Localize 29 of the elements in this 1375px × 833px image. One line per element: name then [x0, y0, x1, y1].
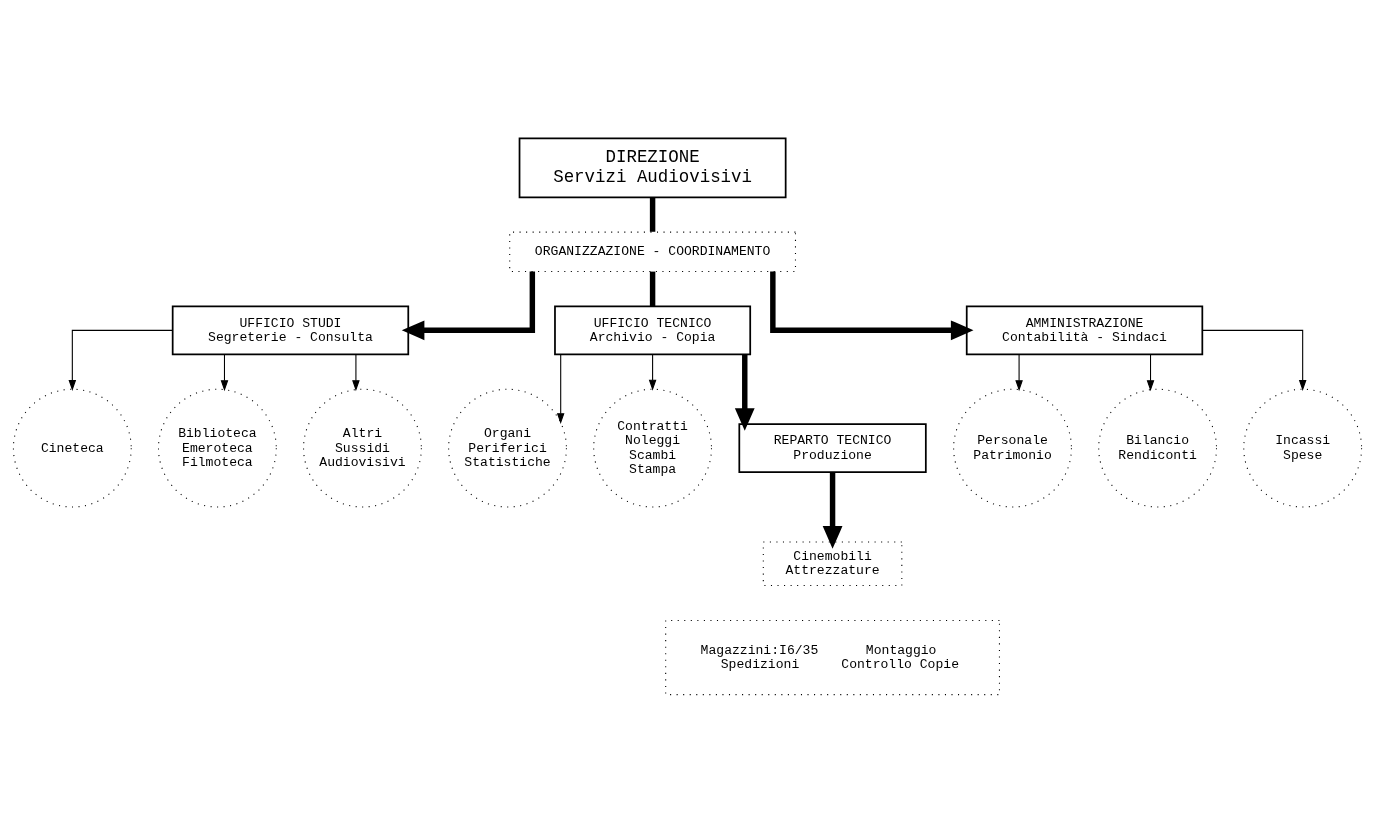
arrow — [648, 353, 657, 391]
node-circle: Altri Sussidi Audiovisivi — [303, 388, 422, 508]
arrow — [734, 354, 755, 431]
node-box: REPARTO TECNICO Produzione — [738, 423, 927, 473]
node-box: Cinemobili Attrezzature — [762, 541, 903, 587]
node-box: Magazzini:I6/35 Spedizioni Montaggio Controllo Copie — [665, 619, 1000, 696]
arrow — [220, 353, 229, 392]
arrow — [352, 353, 360, 392]
node-box: UFFICIO STUDI Segreterie - Consulta — [171, 305, 410, 356]
arrow — [401, 271, 536, 341]
node-circle: Contratti Noleggi Scambi Stampa — [593, 388, 713, 508]
node-circle: Incassi Spese — [1243, 388, 1363, 508]
arrow — [770, 271, 974, 341]
arrow — [822, 472, 843, 549]
node-box: DIREZIONE Servizi Audiovisivi — [518, 137, 787, 199]
connector — [649, 197, 656, 232]
connector — [649, 271, 656, 307]
node-circle: Cineteca — [12, 388, 132, 508]
node-circle: Personale Patrimonio — [953, 388, 1072, 508]
node-box: UFFICIO TECNICO Archivio - Copia — [554, 305, 752, 356]
arrow — [1202, 329, 1307, 391]
arrow — [556, 353, 565, 425]
node-circle: Biblioteca Emeroteca Filmoteca — [157, 388, 277, 508]
node-box: AMMINISTRAZIONE Contabilità - Sindaci — [965, 305, 1204, 356]
node-circle: Bilancio Rendiconti — [1098, 388, 1218, 508]
arrow — [1015, 353, 1023, 392]
arrow — [1146, 353, 1155, 392]
arrow — [68, 329, 173, 391]
node-box: ORGANIZZAZIONE - COORDINAMENTO — [509, 231, 797, 272]
